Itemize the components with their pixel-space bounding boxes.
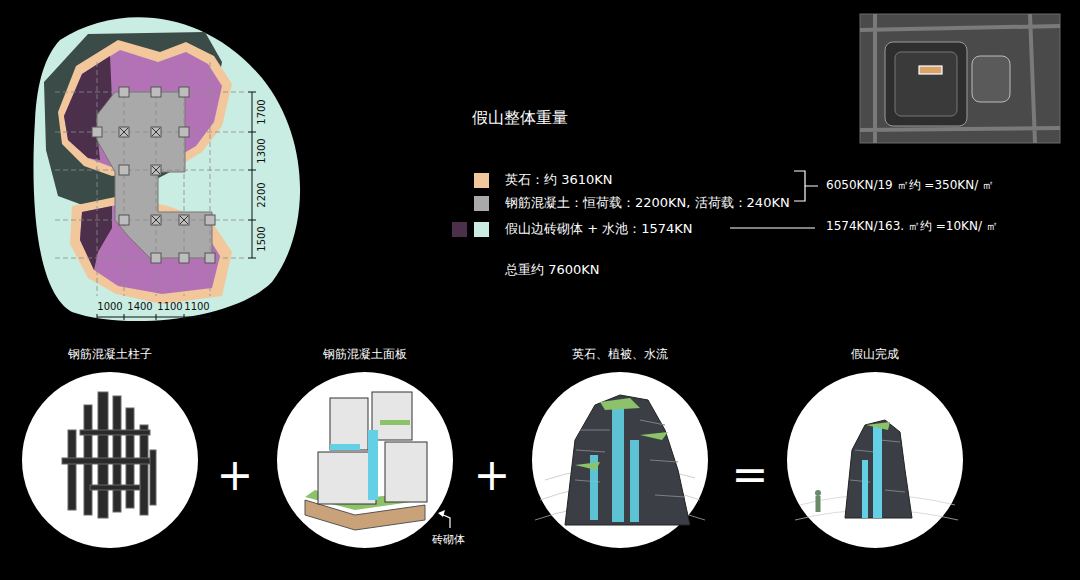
callout-label: 砖砌体 (432, 533, 465, 546)
circle-heading: 钢筋混凝土柱子 (22, 344, 198, 364)
circle-outline (22, 372, 198, 548)
legend-swatch (474, 173, 489, 188)
dimension: 2200 (256, 182, 268, 207)
legend-text: 钢筋混凝土：恒荷载：2200KN, 活荷载：240KN (505, 195, 790, 211)
stage-circle: 英石、植被、水流 (532, 344, 708, 548)
stage-circle: 钢筋混凝土柱子 (22, 344, 198, 548)
legend-text: 假山边砖砌体 + 水池：1574KN (505, 221, 693, 237)
load-note: 6050KN/19 ㎡约 =350KN/ ㎡ (826, 178, 994, 192)
dimension: 1700 (256, 99, 268, 124)
plus-sign: + (474, 449, 511, 502)
dimension: 1100 (157, 301, 182, 313)
legend-swatch (474, 222, 489, 237)
circle-outline (532, 372, 708, 548)
dimension: 1000 (97, 301, 122, 313)
dimension: 1400 (127, 301, 152, 313)
dimension: 1300 (256, 138, 268, 163)
circle-outline (277, 372, 453, 548)
legend-swatch (474, 196, 489, 211)
equals-sign: = (732, 449, 769, 502)
circle-outline (787, 372, 963, 548)
legend-text: 英石：约 3610KN (505, 172, 612, 188)
stage-circle: 假山完成 (787, 344, 963, 548)
diagram-title: 假山整体重量 (472, 108, 568, 127)
total-note: 总重约 7600KN (505, 262, 599, 278)
circle-heading: 钢筋混凝土面板 (277, 344, 453, 364)
plus-sign: + (217, 449, 254, 502)
circle-heading: 英石、植被、水流 (532, 344, 708, 364)
stage-circle: 钢筋混凝土面板 (277, 344, 453, 548)
load-note: 1574KN/163. ㎡约 =10KN/ ㎡ (826, 219, 998, 233)
dimension: 1100 (184, 301, 209, 313)
dimension: 1500 (256, 226, 268, 251)
circle-heading: 假山完成 (787, 344, 963, 364)
